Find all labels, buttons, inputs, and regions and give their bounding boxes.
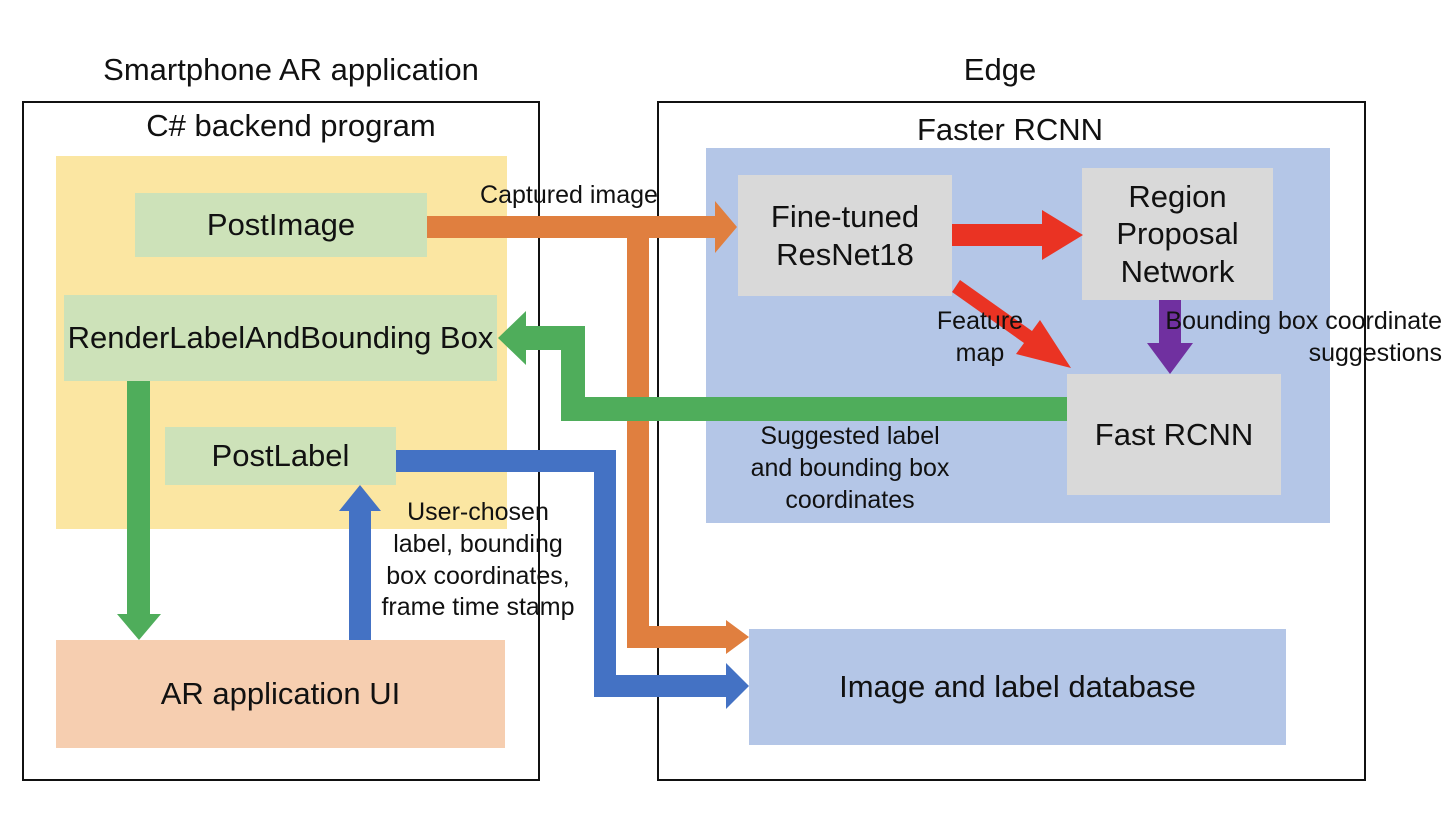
suggested-label-label: Suggested label and bounding box coordin… — [750, 422, 950, 514]
smartphone-group-title: Smartphone AR application — [103, 52, 479, 87]
bbox-suggestions-arrow — [1147, 300, 1193, 374]
postlabel-to-database-arrow — [396, 450, 749, 709]
post-label-node: PostLabel — [165, 427, 396, 485]
feature-map-label: Feature map — [936, 307, 1024, 367]
user-chosen-arrow — [339, 485, 381, 640]
render-to-ui-arrow — [117, 381, 161, 640]
smartphone-frame — [22, 101, 540, 781]
captured-image-label: Captured image — [480, 181, 658, 209]
ar-ui-node: AR application UI — [56, 640, 505, 748]
captured-image-to-database-arrow — [627, 229, 749, 654]
edge-group-title: Edge — [963, 52, 1037, 87]
suggested-label-arrow — [498, 311, 1067, 421]
backend-subtitle: C# backend program — [146, 108, 436, 143]
captured-image-arrow — [427, 201, 737, 253]
user-chosen-label: User-chosen label, bounding box coordina… — [381, 498, 575, 622]
feature-map-arrow — [952, 280, 1071, 368]
post-image-node: PostImage — [135, 193, 427, 257]
database-node: Image and label database — [749, 629, 1286, 745]
resnet-to-rpn-arrow — [952, 210, 1083, 260]
resnet-node: Fine-tuned ResNet18 — [738, 175, 952, 296]
faster-rcnn-subtitle: Faster RCNN — [916, 112, 1103, 147]
edge-frame — [657, 101, 1366, 781]
bbox-suggestions-label: Bounding box coordinate suggestions — [1165, 307, 1442, 367]
render-label-node: RenderLabelAndBounding Box — [64, 295, 497, 381]
rpn-node: Region Proposal Network — [1082, 168, 1273, 300]
fast-rcnn-node: Fast RCNN — [1067, 374, 1281, 495]
